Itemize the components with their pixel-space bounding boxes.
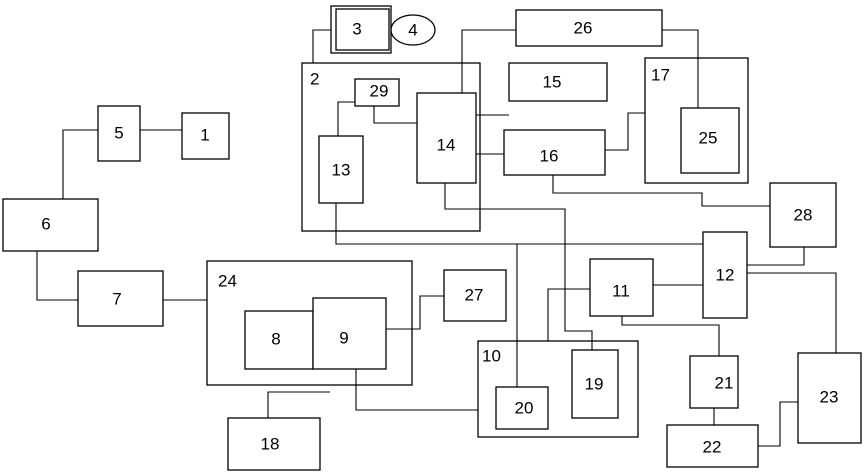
label-9: 9 [339,328,348,347]
box-3 [336,9,389,50]
label-24: 24 [218,271,237,290]
label-26: 26 [574,18,593,37]
label-5: 5 [114,123,123,142]
label-22: 22 [703,437,722,456]
label-23: 23 [820,387,839,406]
label-25: 25 [699,128,718,147]
label-7: 7 [112,289,121,308]
label-10: 10 [482,346,501,365]
label-19: 19 [585,374,604,393]
label-3: 3 [352,19,361,38]
label-21: 21 [715,373,734,392]
label-18: 18 [261,434,280,453]
label-14: 14 [437,135,456,154]
label-2: 2 [310,69,319,88]
label-1: 1 [200,125,209,144]
label-16: 16 [540,146,559,165]
label-17: 17 [651,65,670,84]
label-15: 15 [543,72,562,91]
label-6: 6 [41,214,50,233]
box-9 [313,298,386,369]
label-8: 8 [271,329,280,348]
label-29: 29 [370,81,389,100]
label-11: 11 [612,281,630,300]
label-12: 12 [716,265,735,284]
label-20: 20 [515,398,534,417]
label-27: 27 [465,285,484,304]
label-4: 4 [408,20,417,39]
label-13: 13 [332,160,351,179]
label-28: 28 [794,205,813,224]
